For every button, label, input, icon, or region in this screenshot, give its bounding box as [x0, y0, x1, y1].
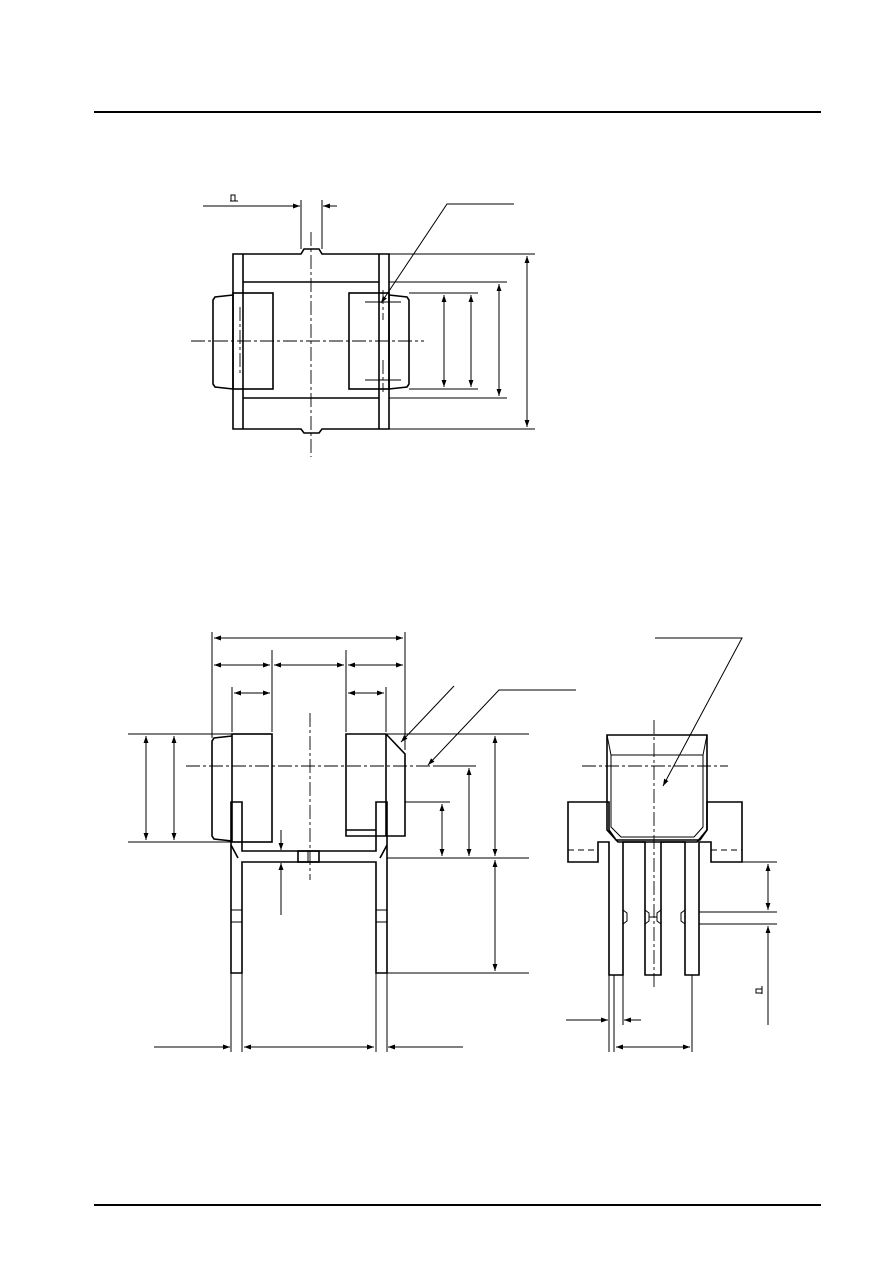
- front-view-right-housing: [345, 733, 406, 837]
- front-view-left-housing-outer: [211, 735, 233, 842]
- angle-symbol-icon-side: [755, 986, 763, 994]
- side-view-frame-outline: [567, 801, 743, 976]
- top-view-leader-line: [380, 203, 514, 304]
- angle-symbol-icon: [230, 194, 238, 202]
- side-view-leader-line: [655, 637, 743, 787]
- front-view-left-housing: [231, 733, 273, 843]
- front-view-leader-chamfer: [400, 685, 455, 743]
- side-view: [566, 637, 777, 1052]
- side-view-housing-taper-left: [606, 734, 612, 756]
- page-footer-rule: [94, 1204, 821, 1206]
- side-view-lead-1-notch: [622, 909, 628, 925]
- side-view-housing-inner: [610, 754, 704, 838]
- top-view-left-housing-outer: [212, 294, 234, 390]
- front-view-leader-axis: [427, 689, 576, 766]
- front-view-left-lead-notch: [230, 909, 243, 923]
- front-view-frame-bend-right: [379, 844, 388, 859]
- front-view-frame-outline: [230, 801, 388, 974]
- front-view-frame-bend-left: [230, 844, 239, 859]
- side-view-lead-3-notch: [680, 909, 686, 925]
- page-header-rule: [94, 111, 821, 113]
- front-view-right-lead-notch: [375, 909, 388, 923]
- front-view: [128, 632, 576, 1052]
- top-view-right-housing-outer: [388, 294, 410, 390]
- side-view-housing: [606, 734, 708, 843]
- side-view-housing-taper-right: [702, 734, 708, 756]
- top-view: [191, 194, 535, 457]
